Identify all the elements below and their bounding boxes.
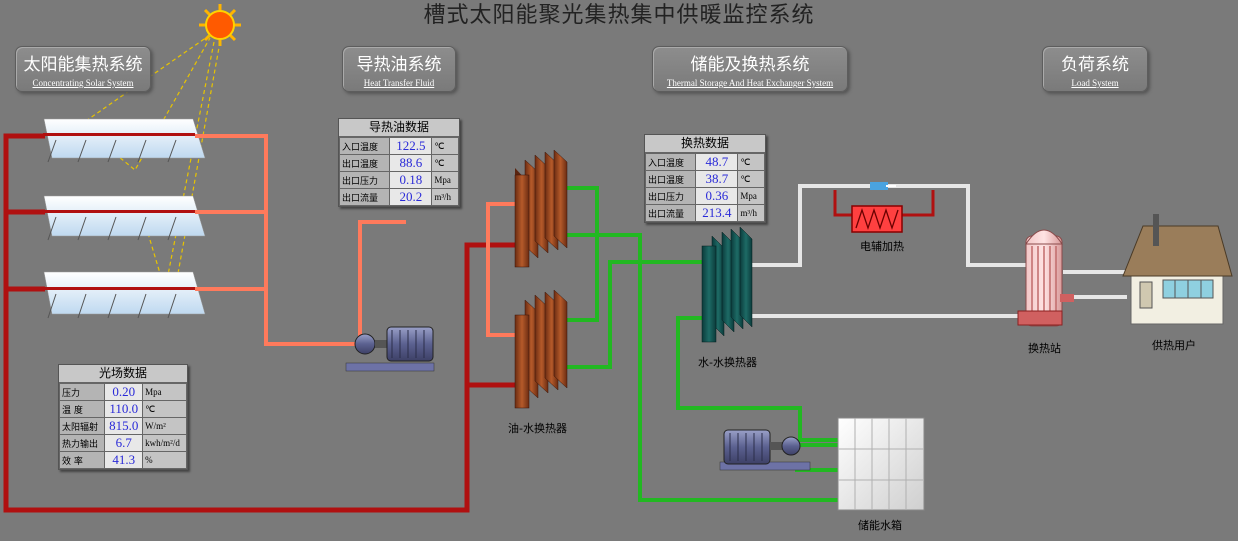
row-unit: Mpa — [142, 383, 187, 401]
row-unit: % — [142, 451, 187, 469]
row-unit: W/m² — [142, 417, 187, 435]
warm-pipe — [195, 134, 515, 346]
row-value: 88.6 — [389, 154, 433, 172]
sun-icon — [199, 4, 241, 46]
row-label: 出口压力 — [338, 171, 391, 189]
row-value: 0.36 — [695, 187, 739, 205]
row-unit: m³/h — [431, 188, 459, 206]
solar-collector-3 — [43, 271, 206, 319]
row-label: 出口压力 — [644, 187, 697, 205]
oil-water-heat-exchanger-2 — [514, 289, 568, 409]
solar-collector-1 — [43, 118, 206, 163]
heat-exchange-station-icon — [1017, 229, 1074, 327]
storage-tank-icon — [837, 417, 925, 511]
row-label: 出口流量 — [338, 188, 391, 206]
solar-collector-2 — [43, 195, 206, 241]
storage-system-title: 储能及换热系统 — [690, 55, 810, 75]
tab-load-system[interactable]: 负荷系统 Load System — [1042, 46, 1148, 92]
row-value: 0.20 — [104, 383, 144, 401]
row-label: 入口温度 — [644, 153, 697, 171]
row-value: 6.7 — [104, 434, 144, 452]
row-label: 出口流量 — [644, 204, 697, 222]
heater-label: 电辅加热 — [860, 240, 904, 253]
row-label: 太阳辐射 — [58, 417, 106, 435]
station-label: 换热站 — [1028, 342, 1061, 355]
row-value: 110.0 — [104, 400, 144, 418]
house-icon — [1122, 214, 1233, 325]
water-hx-label: 水-水换热器 — [698, 356, 757, 369]
row-unit: ℃ — [431, 137, 459, 155]
row-label: 热力输出 — [58, 434, 106, 452]
row-label: 出口温度 — [644, 170, 697, 188]
solar-system-title: 太阳能集热系统 — [23, 55, 143, 75]
row-value: 0.18 — [389, 171, 433, 189]
row-label: 效 率 — [58, 451, 106, 469]
oil-water-heat-exchanger-1 — [514, 149, 568, 268]
tank-label: 储能水箱 — [858, 519, 902, 532]
load-system-subtitle: Load System — [1071, 78, 1119, 88]
electric-heater-icon — [833, 190, 935, 233]
hx-panel-title: 换热数据 — [645, 135, 765, 153]
row-unit: ℃ — [142, 400, 187, 418]
row-unit: kwh/m²/d — [142, 434, 187, 452]
row-label: 压力 — [58, 383, 106, 401]
oil-panel-title: 导热油数据 — [339, 119, 459, 137]
row-value: 213.4 — [695, 204, 739, 222]
user-label: 供热用户 — [1152, 339, 1196, 352]
tab-storage-system[interactable]: 储能及换热系统 Thermal Storage And Heat Exchang… — [652, 46, 848, 92]
water-pipe — [567, 186, 840, 502]
row-label: 出口温度 — [338, 154, 391, 172]
row-unit: m³/h — [737, 204, 765, 222]
hot-pipe — [3, 133, 515, 513]
row-value: 815.0 — [104, 417, 144, 435]
tab-solar-system[interactable]: 太阳能集热系统 Concentrating Solar System — [15, 46, 151, 92]
flow-arrow-icon — [870, 182, 896, 190]
page-title: 槽式太阳能聚光集热集中供暖监控系统 — [423, 3, 815, 28]
water-water-heat-exchanger — [701, 226, 753, 343]
load-system-title: 负荷系统 — [1061, 55, 1129, 75]
row-unit: ℃ — [737, 153, 765, 171]
row-value: 38.7 — [695, 170, 739, 188]
row-unit: ℃ — [737, 170, 765, 188]
oil-system-title: 导热油系统 — [356, 55, 442, 75]
water-pump-icon — [719, 429, 811, 471]
oil-system-subtitle: Heat Transfer Fluid — [363, 78, 435, 88]
oil-pump-icon — [345, 326, 435, 372]
row-value: 122.5 — [389, 137, 433, 155]
storage-system-subtitle: Thermal Storage And Heat Exchanger Syste… — [666, 78, 834, 88]
row-value: 48.7 — [695, 153, 739, 171]
row-unit: ℃ — [431, 154, 459, 172]
row-label: 入口温度 — [338, 137, 391, 155]
row-unit: Mpa — [431, 171, 459, 189]
row-unit: Mpa — [737, 187, 765, 205]
tab-oil-system[interactable]: 导热油系统 Heat Transfer Fluid — [342, 46, 456, 92]
row-label: 温 度 — [58, 400, 106, 418]
oil-hx-label: 油-水换热器 — [508, 422, 567, 435]
row-value: 20.2 — [389, 188, 433, 206]
row-value: 41.3 — [104, 451, 144, 469]
field-panel-title: 光场数据 — [59, 365, 187, 383]
solar-system-subtitle: Concentrating Solar System — [32, 78, 134, 88]
